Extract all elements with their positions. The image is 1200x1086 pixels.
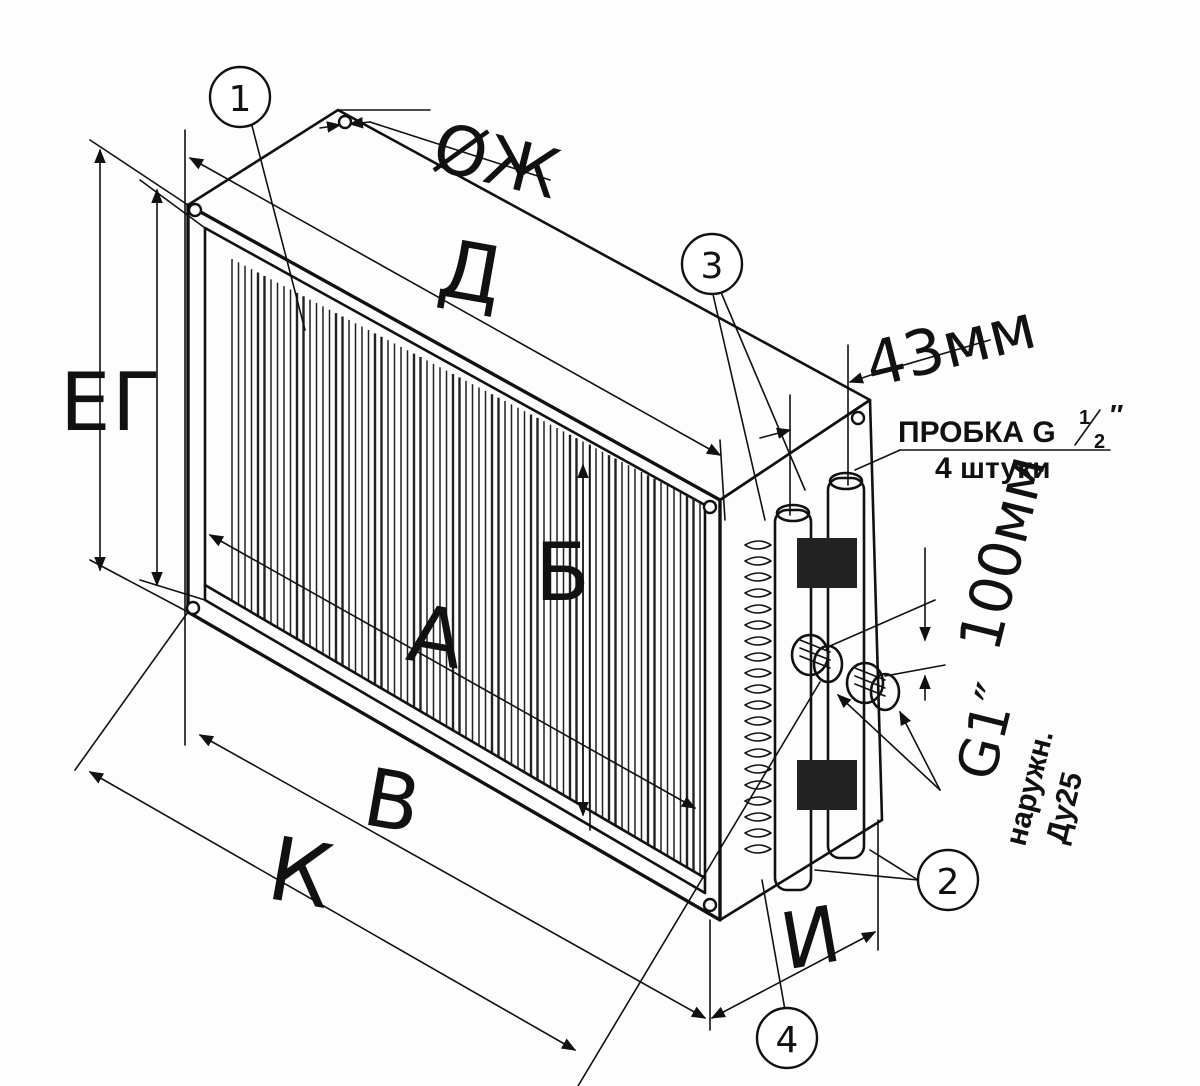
plug-icon (828, 471, 864, 491)
mount-hole-mid-right (702, 499, 718, 515)
dim-label-zh: ØЖ (425, 108, 567, 215)
dim-label-g: Г (112, 356, 161, 449)
dim-label-k: К (261, 817, 340, 929)
plug-note-inch: ″ (1110, 399, 1123, 430)
dim-label-a: А (401, 586, 471, 687)
callout-1: 1 (208, 65, 306, 331)
callout-3-label: 3 (701, 246, 724, 287)
dim-label-i: И (774, 890, 847, 989)
plug-note-line1: ПРОБКА G (898, 416, 1056, 449)
callout-1-label: 1 (229, 79, 252, 120)
dim-label-43mm: 43мм (858, 290, 1043, 403)
outlet-nozzle (845, 661, 901, 712)
return-bends (744, 540, 772, 854)
callout-4-label: 4 (776, 1020, 799, 1061)
callout-2-label: 2 (937, 862, 960, 903)
dim-label-b: Б (535, 526, 590, 619)
inlet-nozzle (790, 633, 844, 684)
plug-note-fraction-den: 2 (1094, 431, 1105, 453)
dim-label-e: Е (60, 356, 111, 449)
collector-pipes (773, 471, 901, 892)
plug-icon (775, 503, 811, 523)
mount-hole-bottom-left (185, 600, 201, 616)
pipe-label-plate (797, 538, 857, 588)
thread-note: G1″ (944, 677, 1028, 786)
callout-4: 4 (755, 879, 819, 1070)
mount-hole-top-left (187, 202, 203, 218)
plug-note-line2: 4 штуки (935, 452, 1051, 485)
callout-2: 2 (814, 848, 980, 912)
mount-hole-bottom-right (702, 897, 718, 913)
callout-3: 3 (680, 232, 806, 521)
dim-label-v: В (357, 751, 427, 852)
dimension-labels: Е Г Д ØЖ А Б В К И 43мм 100мм (60, 108, 1059, 988)
mount-hole-top-back (337, 114, 353, 130)
fin-pack (231, 259, 701, 876)
mount-hole-back-right (850, 410, 866, 426)
pipe-label-plate (797, 760, 857, 810)
dimension-lines (74, 109, 1111, 1086)
callouts: 1 3 2 4 (208, 65, 980, 1070)
flange-inner (203, 226, 707, 895)
plug-note-fraction-num: 1 (1079, 407, 1090, 429)
collector-front (773, 508, 813, 892)
dim-label-d: Д (432, 221, 510, 323)
